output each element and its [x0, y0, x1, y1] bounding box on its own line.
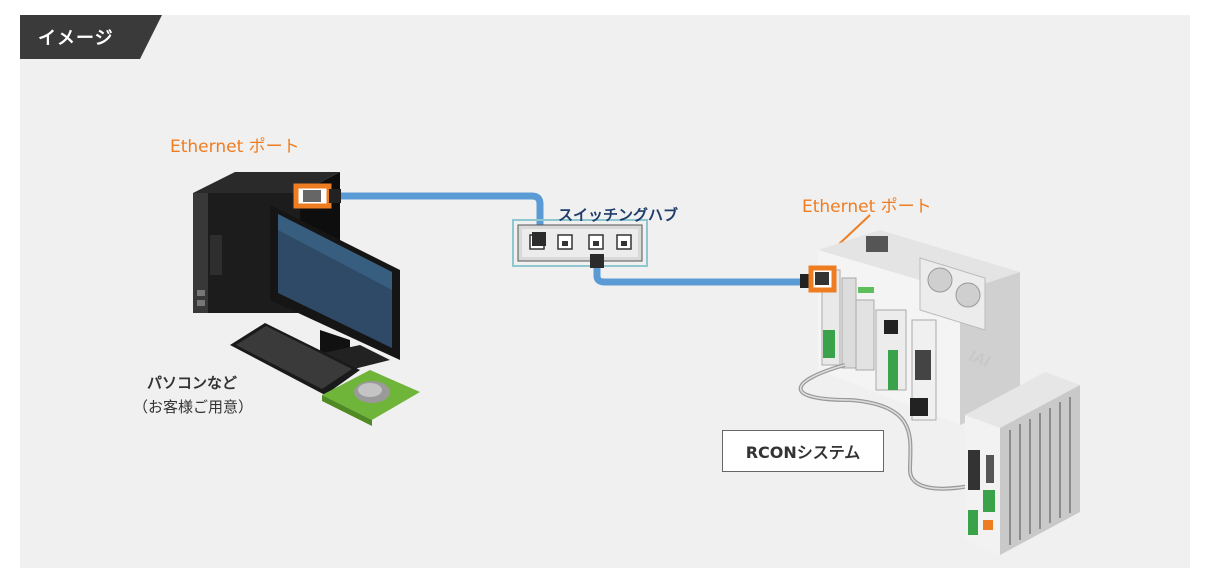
driver-cable [800, 364, 976, 490]
switching-hub-label: スイッチングハブ [558, 206, 679, 224]
switching-hub [512, 219, 648, 268]
image-tag [20, 15, 162, 59]
pc-keyboard [230, 323, 360, 395]
pc-ethernet-port [293, 183, 341, 209]
controller-ethernet-port-label: Ethernet ポート [802, 197, 932, 217]
driver-unit [965, 372, 1080, 555]
mouse-and-pad [322, 370, 420, 426]
hub-port [588, 234, 604, 250]
controller-ethernet-port [800, 265, 837, 293]
hub-port [616, 234, 632, 250]
cooling-fan-icon [919, 257, 986, 331]
ethernet-cable-hub-controller [593, 258, 804, 286]
pc-note-label: （お客様ご用意） [133, 398, 254, 416]
rcon-controller: IAI [818, 230, 1020, 425]
svg-text:IAI: IAI [967, 348, 993, 371]
rcon-system-label-box: RCONシステム [722, 430, 884, 472]
pc-ethernet-port-label: Ethernet ポート [170, 137, 300, 157]
rcon-system-label: RCONシステム [745, 443, 861, 462]
pc-label: パソコンなど [147, 374, 238, 392]
image-tag-label: イメージ [38, 28, 114, 49]
hub-port [557, 234, 573, 250]
ethernet-cable-pc-hub [336, 192, 544, 232]
